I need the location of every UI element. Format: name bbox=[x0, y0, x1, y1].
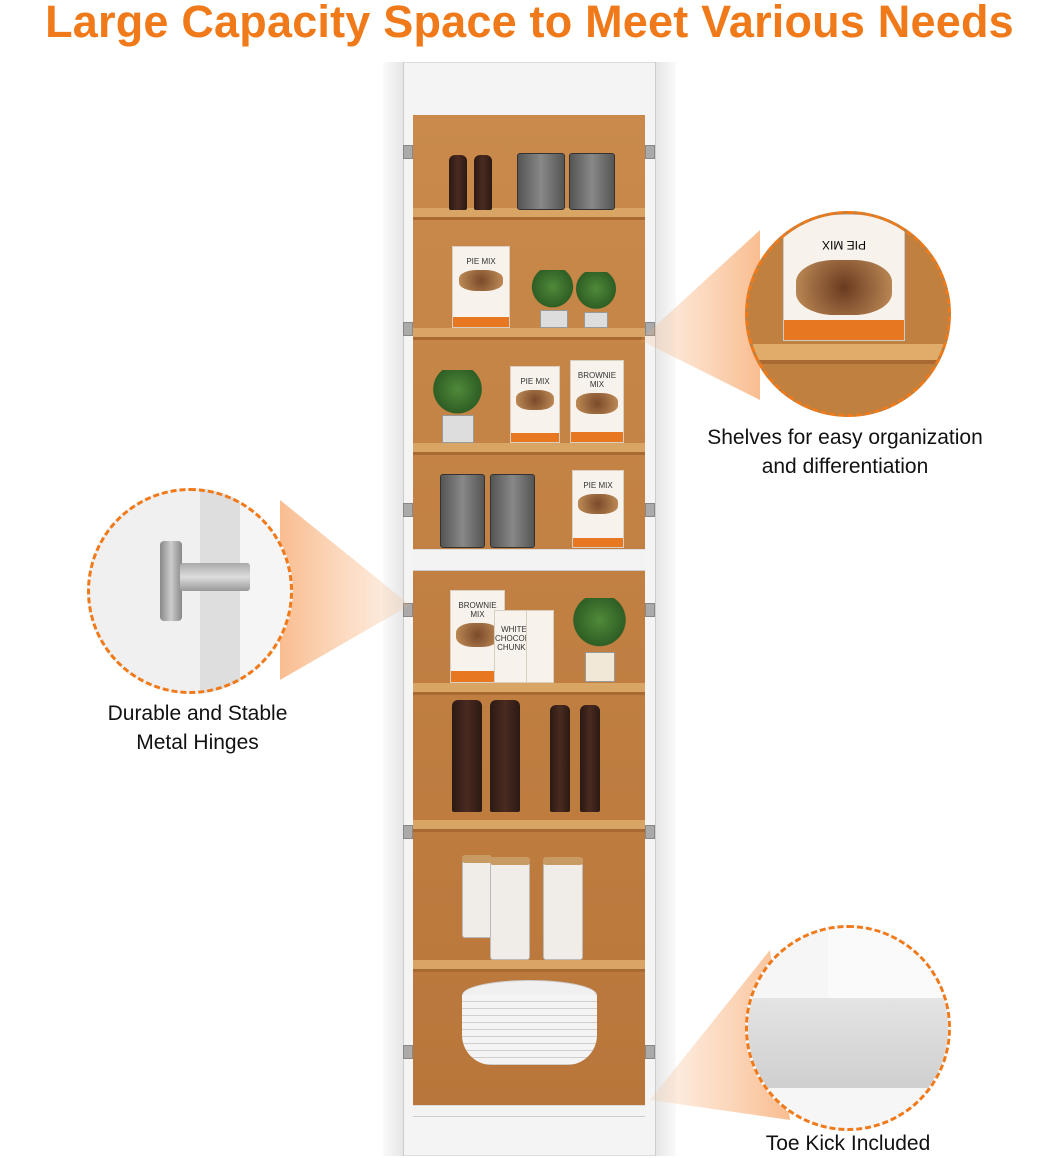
fixed-divider bbox=[413, 549, 645, 571]
plant-pot bbox=[585, 652, 615, 682]
hinge-icon bbox=[645, 603, 655, 617]
hinge-closeup-circle bbox=[87, 488, 293, 694]
storage-canister bbox=[490, 857, 530, 960]
hinge-icon bbox=[403, 825, 413, 839]
shelf bbox=[413, 443, 645, 455]
pie-mix-box: PIE MIX bbox=[452, 246, 510, 328]
brownie-mix-box: BROWNIE MIX bbox=[450, 590, 505, 683]
hinge-icon bbox=[403, 1045, 413, 1059]
hinge-icon bbox=[403, 503, 413, 517]
product-label: PIE MIX bbox=[466, 257, 496, 266]
hinge-icon bbox=[645, 503, 655, 517]
wine-bottle bbox=[580, 705, 600, 812]
product-label: PIE MIX bbox=[822, 238, 867, 252]
caption-line: Shelves for easy organization bbox=[707, 426, 983, 449]
product-label: BROWNIE MIX bbox=[458, 601, 497, 619]
glass-jar bbox=[490, 474, 535, 548]
potted-plant bbox=[575, 272, 617, 314]
glass-jar bbox=[517, 153, 565, 210]
plant-pot bbox=[584, 312, 608, 328]
product-label: BROWNIE MIX bbox=[577, 371, 617, 389]
potted-plant bbox=[430, 370, 485, 418]
caption-line: Metal Hinges bbox=[136, 731, 259, 754]
hinge-callout-cone bbox=[280, 500, 410, 680]
product-label: WHITE bbox=[501, 625, 527, 634]
shelf-edge bbox=[748, 344, 948, 364]
toe-kick-closeup-circle bbox=[745, 925, 951, 1131]
hinge-icon bbox=[403, 322, 413, 336]
wine-bottle bbox=[550, 705, 570, 812]
glass-jar bbox=[440, 474, 485, 548]
page-title: Large Capacity Space to Meet Various Nee… bbox=[45, 0, 1014, 47]
plant-pot bbox=[540, 310, 568, 328]
shelf bbox=[413, 820, 645, 832]
wine-bottle bbox=[490, 700, 520, 812]
wine-bottle bbox=[452, 700, 482, 812]
hinge-icon bbox=[403, 145, 413, 159]
product-label: PIE MIX bbox=[520, 377, 550, 386]
door-corner bbox=[828, 928, 948, 1000]
potted-plant bbox=[530, 270, 575, 312]
caption-line: Durable and Stable bbox=[107, 702, 288, 725]
shelf bbox=[413, 208, 645, 220]
shelves-caption: Shelves for easy organization and differ… bbox=[670, 423, 1020, 481]
pie-mix-box-closeup: PIE MIX bbox=[783, 214, 905, 341]
hinge-arm bbox=[180, 563, 250, 591]
hinge-icon bbox=[645, 145, 655, 159]
hinge-icon bbox=[645, 825, 655, 839]
pie-mix-box: PIE MIX bbox=[572, 470, 624, 548]
toe-kick-caption: Toe Kick Included bbox=[700, 1129, 996, 1158]
caption-line: and differentiation bbox=[761, 455, 929, 478]
potted-plant bbox=[572, 598, 627, 653]
brownie-mix-box: BROWNIE MIX bbox=[570, 360, 624, 443]
caption-line: Toe Kick Included bbox=[765, 1132, 931, 1155]
wine-bottle bbox=[474, 155, 492, 210]
glass-jar bbox=[569, 153, 615, 210]
hinges-caption: Durable and Stable Metal Hinges bbox=[60, 699, 335, 757]
storage-canister bbox=[543, 857, 583, 960]
product-label: CHOCOLATE bbox=[495, 634, 533, 643]
shelf bbox=[413, 328, 645, 340]
shelf-callout-cone bbox=[640, 230, 760, 400]
plate-stack bbox=[462, 995, 597, 1065]
wine-bottle bbox=[449, 155, 467, 210]
toe-kick-panel bbox=[748, 998, 948, 1088]
shelf bbox=[413, 960, 645, 972]
shelf-closeup-circle: PIE MIX bbox=[745, 211, 951, 417]
hinge-icon bbox=[645, 1045, 655, 1059]
cabinet-bottom bbox=[413, 1105, 645, 1117]
chocolate-chunks-bag bbox=[526, 610, 554, 683]
product-label: CHUNKS bbox=[497, 643, 531, 652]
storage-canister bbox=[462, 855, 492, 938]
shelf bbox=[413, 683, 645, 695]
pie-mix-box: PIE MIX bbox=[510, 366, 560, 443]
hinge-plate bbox=[160, 541, 182, 621]
plant-pot bbox=[442, 415, 474, 443]
product-label: PIE MIX bbox=[583, 481, 613, 490]
